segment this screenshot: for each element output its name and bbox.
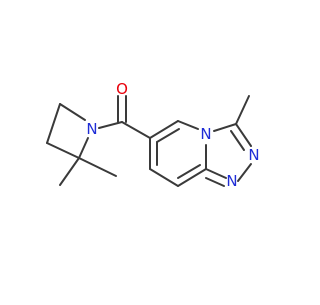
bond-triazole-n1-c8a [205,168,227,179]
bond-carbonyl-ring [121,121,151,139]
bond-azetidine-ch2-ch2 [46,103,61,144]
bond-triazole-methyl [235,95,250,125]
atom-oxygen: O [116,80,128,98]
atom-azetidine-nitrogen: N [86,120,97,138]
bond-carbonyl-n [98,121,123,129]
bond-triazole-c3-n2-inner [230,130,245,151]
bond-triazole-n4-c3 [213,123,237,132]
structure-canvas: O N N N N [46,80,260,190]
molecule-diagram: O N N N N [46,80,260,190]
bond-ring-c8-c7 [149,168,179,187]
bond-azetidine-ch2-cq [46,142,80,159]
bond-triazole-n2-n1 [237,163,252,182]
atom-triazole-nitrogen-1: N [226,172,237,190]
bond-azetidine-n-ch2 [59,103,86,121]
atom-triazole-nitrogen-2: N [248,146,259,164]
bond-ring-c8a-c8 [177,168,207,187]
bonds [46,95,252,187]
bond-methyl-b [78,157,117,177]
bond-methyl-a [59,157,80,186]
bond-triazole-n1-c8a-inner [205,177,225,187]
atom-bridgehead-nitrogen: N [200,125,211,143]
bond-ring-c6-c5 [149,120,179,139]
bond-ring-c5-n4 [177,120,199,130]
bond-ring-c8a-c8-inner [177,164,201,179]
bond-azetidine-cq-n [78,137,89,159]
bond-ring-c6-c5-inner [156,128,180,143]
atom-labels: O N N N N [86,80,259,190]
bond-triazole-c3-n2 [235,123,252,147]
